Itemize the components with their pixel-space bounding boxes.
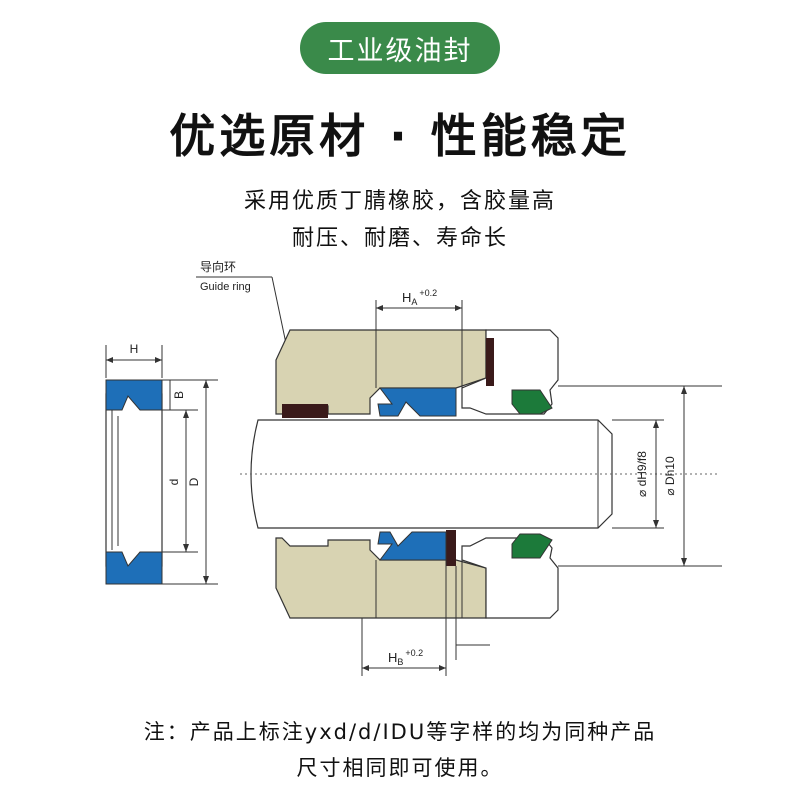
dim-HB-tol: +0.2	[405, 648, 423, 658]
subtitle-line-1: 采用优质丁腈橡胶，含胶量高	[243, 189, 556, 214]
dim-d-label: d	[167, 479, 181, 486]
note-line-1: 注：产品上标注yxd/d/IDU等字样的均为同种产品	[143, 720, 657, 744]
assembly-section: 导向环 Guide ring	[196, 259, 722, 676]
title-badge: 工业级油封	[300, 22, 500, 74]
dim-HA-sub: A	[411, 297, 417, 307]
dim-D-label: D	[187, 477, 201, 486]
dim-B-label: B	[172, 391, 186, 399]
dim-HB-sub: B	[397, 657, 403, 667]
dim-Dh-label: ⌀ Dh10	[663, 456, 677, 496]
note-line-2: 尺寸相同即可使用。	[296, 756, 504, 780]
dim-HB-main: H	[388, 650, 397, 665]
seal-cross-section: H B d D	[105, 342, 218, 585]
callout-cn: 导向环	[200, 259, 236, 274]
dim-HA-tol: +0.2	[419, 288, 437, 298]
dim-HA-label: HA+0.2	[402, 288, 437, 307]
headline: 优选原材 · 性能稳定	[169, 109, 631, 163]
dim-H-label: H	[130, 342, 139, 356]
dim-HB-label: HB+0.2	[388, 648, 423, 667]
callout-en: Guide ring	[200, 281, 251, 293]
subtitle-line-2: 耐压、耐磨、寿命长	[291, 226, 508, 251]
dim-HA-main: H	[402, 290, 411, 305]
dim-dH-label: ⌀ dH9/f8	[635, 451, 649, 497]
